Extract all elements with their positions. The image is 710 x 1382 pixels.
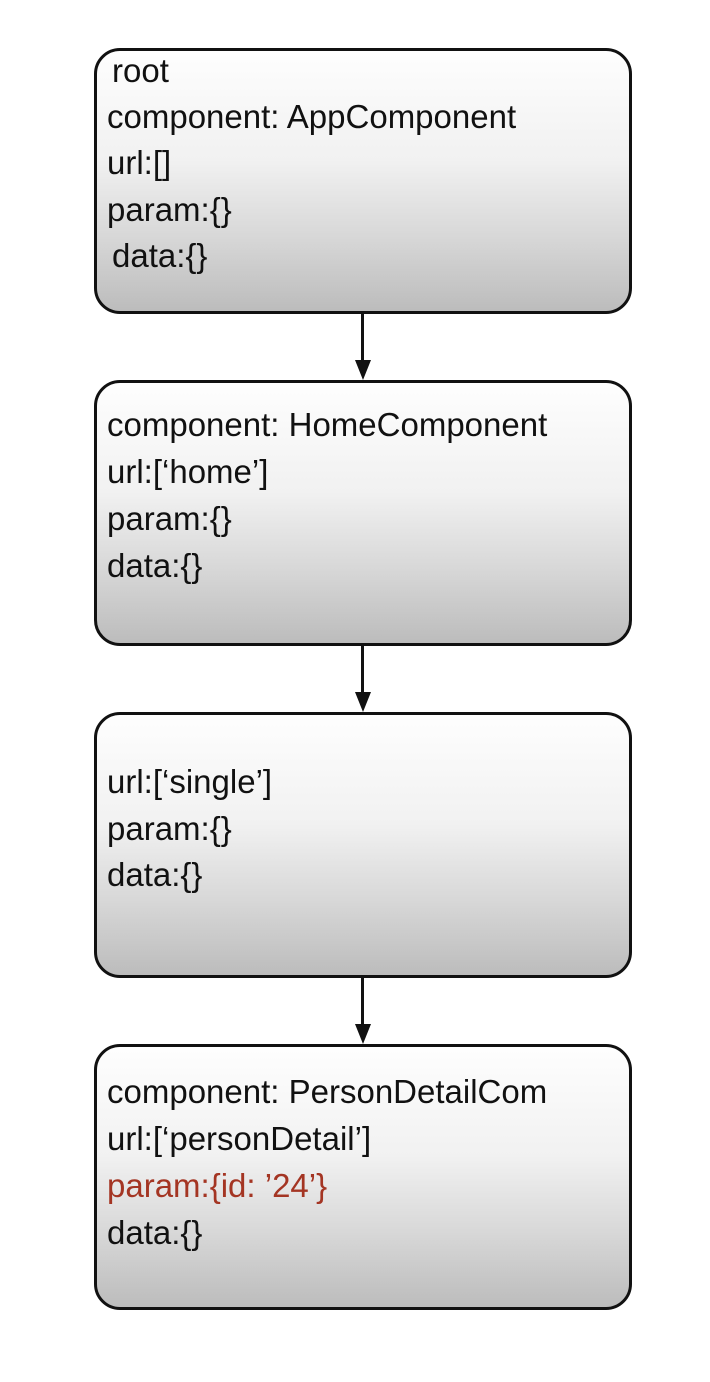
node-home-url: url:[‘home’] [107, 453, 269, 490]
arrow-root-to-home-shaft [361, 314, 364, 362]
route-node-single-content: url:[‘single’] param:{} data:{} [107, 715, 623, 975]
route-node-person-detail: component: PersonDetailCom url:[‘personD… [94, 1044, 632, 1310]
arrow-home-to-single-head [355, 692, 371, 712]
route-node-home-content: component: HomeComponent url:[‘home’] pa… [107, 383, 623, 643]
node-single-param: param:{} [107, 810, 232, 847]
arrow-single-to-person-detail-head [355, 1024, 371, 1044]
node-root-param: param:{} [107, 191, 232, 228]
route-node-single: url:[‘single’] param:{} data:{} [94, 712, 632, 978]
arrow-single-to-person-detail-shaft [361, 978, 364, 1026]
node-root-label: root [112, 52, 169, 89]
node-home-data: data:{} [107, 547, 203, 584]
arrow-home-to-single-shaft [361, 646, 364, 694]
node-person-detail-component: component: PersonDetailCom [107, 1073, 548, 1110]
node-person-detail-url: url:[‘personDetail’] [107, 1120, 372, 1157]
node-root-component: component: AppComponent [107, 98, 517, 135]
node-person-detail-param: param:{id: ’24’} [107, 1167, 328, 1204]
node-root-url: url:[] [107, 144, 172, 181]
route-node-home: component: HomeComponent url:[‘home’] pa… [94, 380, 632, 646]
route-node-root-content: root component: AppComponent url:[] para… [107, 51, 623, 311]
arrow-root-to-home-head [355, 360, 371, 380]
node-person-detail-data: data:{} [107, 1214, 203, 1251]
node-single-data: data:{} [107, 856, 203, 893]
node-single-url: url:[‘single’] [107, 763, 273, 800]
node-home-component: component: HomeComponent [107, 406, 548, 443]
node-home-param: param:{} [107, 500, 232, 537]
node-root-data: data:{} [112, 237, 208, 274]
route-node-root: root component: AppComponent url:[] para… [94, 48, 632, 314]
route-node-person-detail-content: component: PersonDetailCom url:[‘personD… [107, 1047, 623, 1307]
